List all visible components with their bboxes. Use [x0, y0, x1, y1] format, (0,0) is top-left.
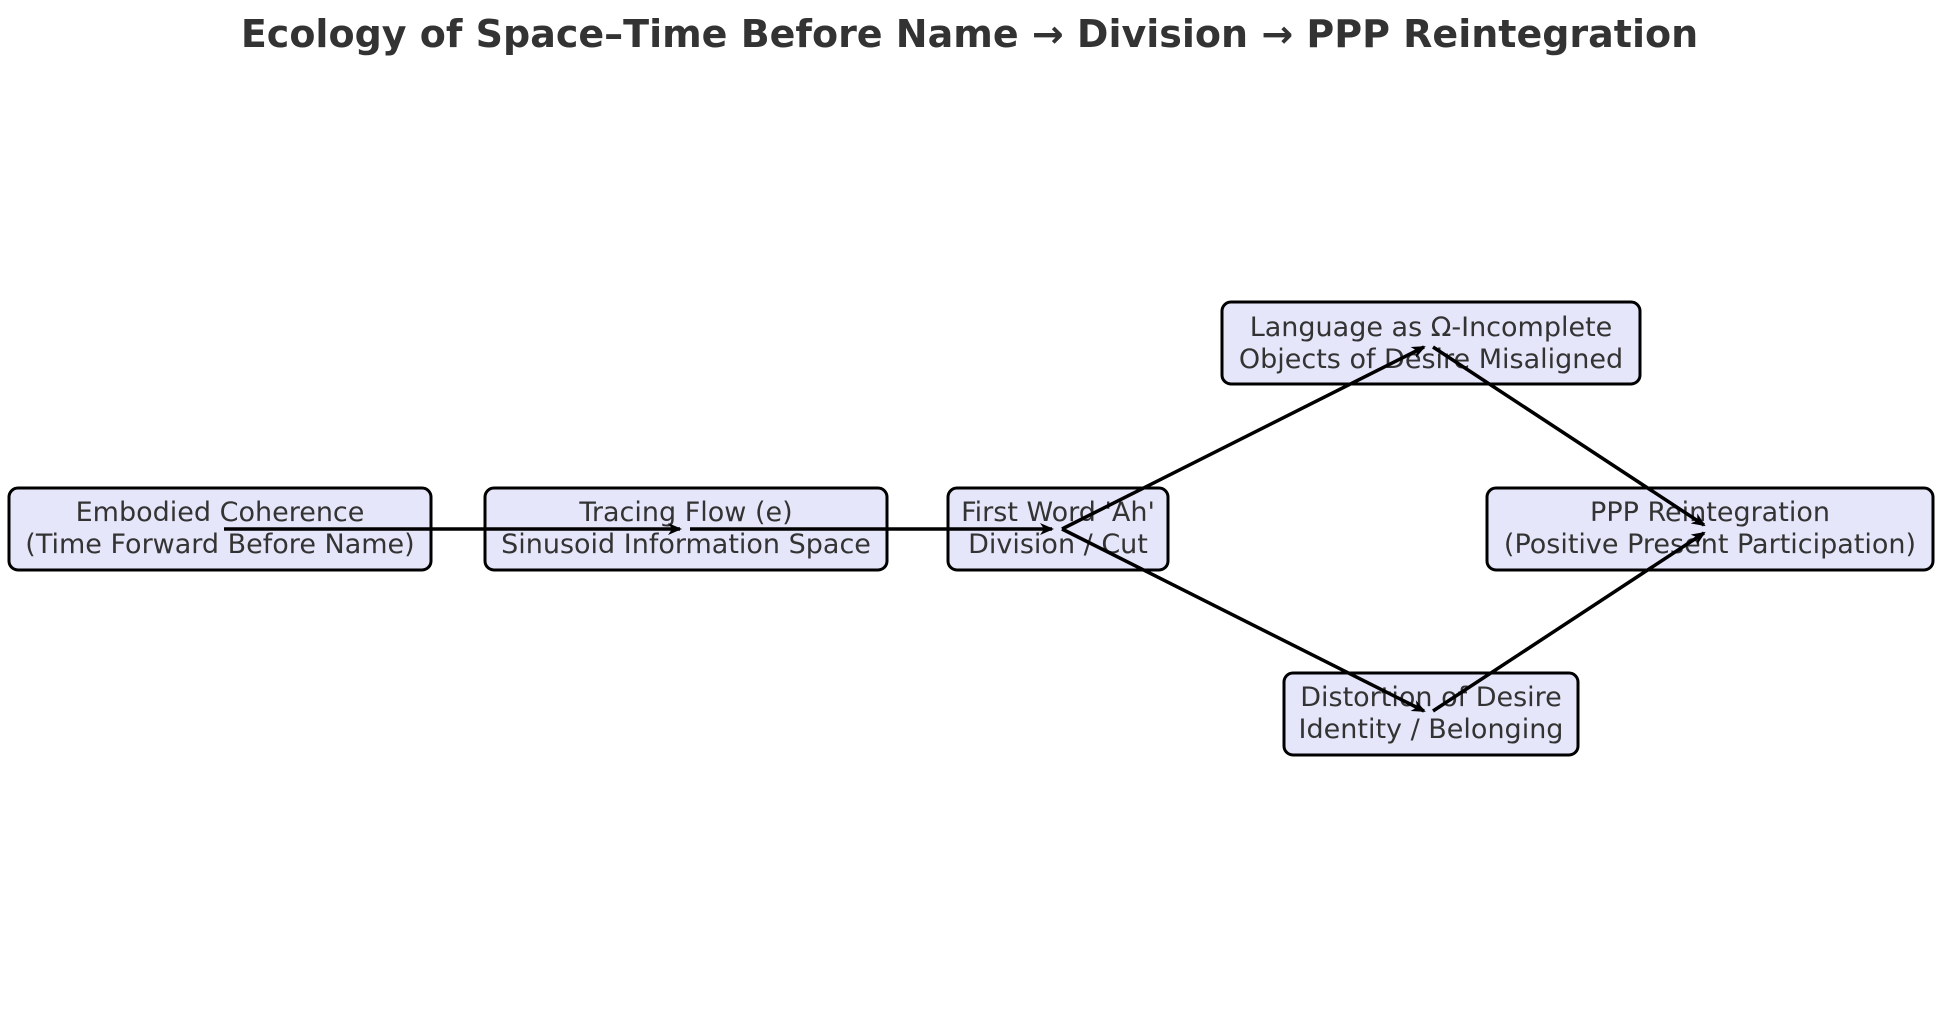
- node-ppp-box: [1485, 486, 1935, 572]
- node-language-line-2: Objects of Desire Misaligned: [1239, 344, 1623, 375]
- node-language-line-1: Language as Ω-Incomplete: [1250, 312, 1613, 343]
- node-firstword-line-1: First Word 'Ah': [961, 497, 1155, 528]
- node-language: Language as Ω-Incomplete Objects of Desi…: [1220, 300, 1642, 386]
- diagram-title: Ecology of Space–Time Before Name → Divi…: [240, 12, 1699, 56]
- node-distortion: Distortion of Desire Identity / Belongin…: [1282, 671, 1580, 757]
- node-tracing-line-2: Sinusoid Information Space: [501, 529, 871, 560]
- node-ppp-line-1: PPP Reintegration: [1590, 497, 1830, 528]
- edge-firstword-to-distortion: [1061, 527, 1426, 713]
- node-ppp-line-2: (Positive Present Participation): [1504, 529, 1916, 560]
- node-embodied-line-1: Embodied Coherence: [76, 497, 365, 528]
- edge-language-to-ppp: [1432, 345, 1706, 527]
- node-tracing-line-1: Tracing Flow (e): [578, 497, 792, 528]
- node-distortion-box: [1282, 671, 1580, 757]
- node-ppp: PPP Reintegration (Positive Present Part…: [1485, 486, 1935, 572]
- node-embodied-line-2: (Time Forward Before Name): [25, 529, 414, 560]
- edge-distortion-to-ppp: [1432, 531, 1706, 713]
- node-firstword-line-2: Division / Cut: [968, 529, 1148, 560]
- edge-firstword-to-language: [1061, 345, 1426, 531]
- node-distortion-line-2: Identity / Belonging: [1299, 714, 1564, 745]
- node-language-box: [1220, 300, 1642, 386]
- node-distortion-line-1: Distortion of Desire: [1300, 682, 1562, 713]
